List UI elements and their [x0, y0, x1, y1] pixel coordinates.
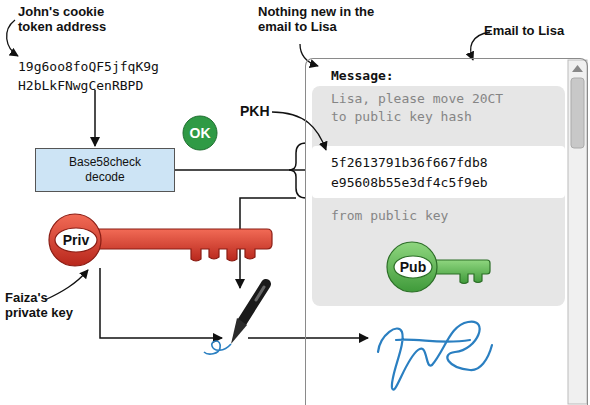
- badge-label: OK: [182, 115, 218, 151]
- box-label: Base58check decode: [61, 155, 149, 185]
- signature: [378, 322, 492, 390]
- message-area: [312, 86, 565, 306]
- pkh-value: 5f2613791b36f667fdb8 e95608b55e3df4c5f9e…: [331, 153, 501, 193]
- message-heading: Message:: [331, 67, 451, 85]
- callout-label: Faiza's private key: [5, 290, 85, 320]
- leader-line: [300, 44, 318, 66]
- public-key: Pub: [386, 241, 491, 293]
- callout-label: PKH: [240, 103, 280, 120]
- flow-arrow: [94, 90, 96, 146]
- message-text: Lisa, please move 20CT to public key has…: [331, 90, 516, 126]
- key-label: Pub: [392, 257, 434, 277]
- ok-badge: OK: [182, 115, 218, 151]
- leader-line: [7, 20, 18, 56]
- callout-label: John's cookie token address: [18, 4, 133, 34]
- message-text: from public key: [331, 207, 501, 225]
- callout-label: Email to Lisa: [484, 23, 589, 38]
- callout-label: Nothing new in the email to Lisa: [258, 4, 383, 34]
- process-box: Base58check decode: [35, 148, 175, 192]
- bracket: [289, 143, 306, 198]
- token-address: 19g6oo8foQF5jfqK9g H2bLkFNwgCenRBPD: [18, 57, 168, 95]
- scrollbar: [568, 60, 587, 404]
- connector: [175, 169, 305, 171]
- email-window: Message: Lisa, please move 20CT to public…: [305, 58, 588, 405]
- flow-arrow: [248, 337, 368, 339]
- hash-band: [312, 146, 565, 198]
- key-label: Priv: [55, 230, 97, 250]
- flow-arrow: [100, 268, 222, 338]
- pen-symbol: [204, 284, 266, 354]
- private-key: Priv: [45, 213, 273, 268]
- leader-line: [45, 270, 88, 300]
